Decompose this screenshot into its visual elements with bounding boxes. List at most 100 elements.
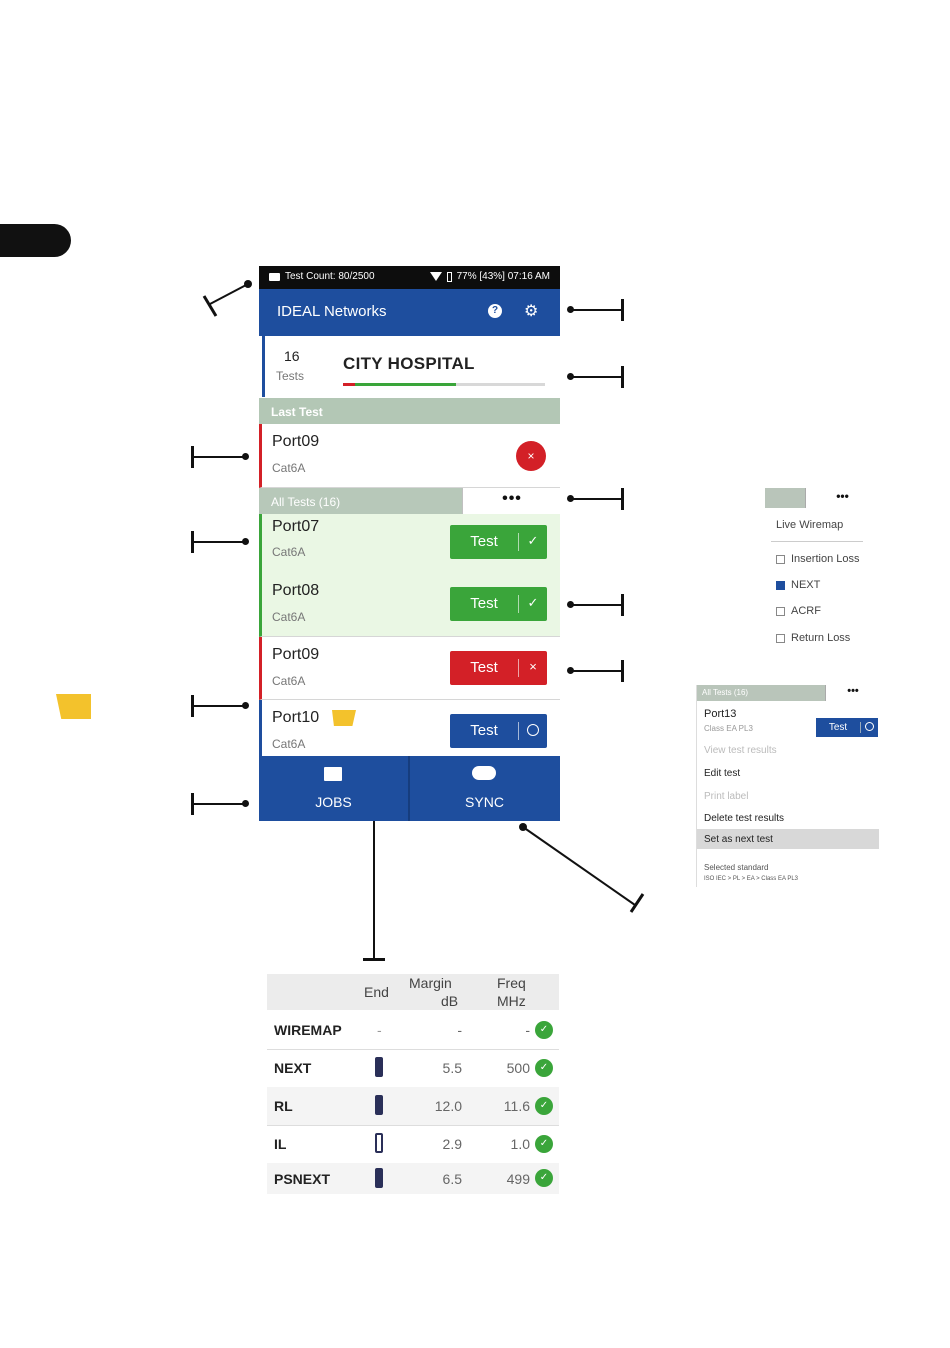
- menu-divider: [771, 541, 863, 542]
- result-row[interactable]: RL 12.0 11.6 ✓: [267, 1087, 559, 1126]
- live-wiremap-item[interactable]: Live Wiremap: [776, 519, 844, 531]
- label-tag-icon: [56, 694, 91, 719]
- freq-value: 500: [506, 1060, 530, 1076]
- jobs-button[interactable]: JOBS: [259, 756, 408, 821]
- test-button[interactable]: Test: [816, 718, 878, 737]
- print-label-item[interactable]: Print label: [704, 791, 749, 802]
- result-name: RL: [274, 1098, 293, 1114]
- cable-type: Cat6A: [272, 461, 306, 475]
- next-item[interactable]: NEXT: [776, 579, 820, 591]
- far-end-icon: [375, 1133, 383, 1153]
- callout-fail-button: [570, 670, 622, 672]
- callout-bar: [191, 446, 194, 468]
- sync-button[interactable]: SYNC: [410, 756, 559, 821]
- test-row[interactable]: Port10 Cat6A Test: [259, 700, 560, 756]
- more-options-button[interactable]: •••: [462, 488, 561, 514]
- test-button[interactable]: Test ✓: [450, 587, 547, 621]
- cable-type: Cat6A: [272, 610, 306, 624]
- button-divider: [518, 595, 519, 613]
- cable-type: Cat6A: [272, 545, 306, 559]
- nav-divider: [408, 756, 410, 821]
- insertion-loss-item[interactable]: Insertion Loss: [776, 553, 859, 565]
- callout-dot: [242, 538, 249, 545]
- app-title: IDEAL Networks: [277, 303, 387, 320]
- test-button[interactable]: Test: [450, 714, 547, 748]
- margin-value: 12.0: [434, 1098, 462, 1114]
- test-row[interactable]: Port09 Cat6A Test ×: [259, 637, 560, 700]
- acrf-item[interactable]: ACRF: [776, 605, 821, 617]
- port-name: Port07: [272, 518, 320, 535]
- pass-check-icon: ✓: [535, 1097, 553, 1115]
- test-button[interactable]: Test ×: [450, 651, 547, 685]
- options-menu-inset: ••• Live Wiremap Insertion Loss NEXT ACR…: [765, 488, 879, 650]
- result-row[interactable]: PSNEXT 6.5 499 ✓: [267, 1163, 559, 1194]
- test-button-label: Test: [470, 595, 498, 612]
- job-card[interactable]: 16 Tests CITY HOSPITAL: [262, 336, 563, 397]
- app-bar: IDEAL Networks ? ⚙: [259, 289, 560, 336]
- freq-header: Freq: [497, 975, 526, 991]
- gear-icon[interactable]: ⚙: [524, 303, 539, 320]
- test-row[interactable]: Port07 Cat6A Test ✓: [259, 514, 560, 577]
- pass-check-icon: ✓: [535, 1021, 553, 1039]
- near-end-icon: [375, 1095, 383, 1115]
- set-next-test-item[interactable]: Set as next test: [704, 834, 773, 845]
- port-name: Port09: [272, 646, 320, 663]
- test-button[interactable]: Test ✓: [450, 525, 547, 559]
- result-name: WIREMAP: [274, 1022, 342, 1038]
- margin-unit-header: dB: [441, 993, 459, 1009]
- callout-status-bar: [202, 280, 252, 317]
- result-row[interactable]: IL 2.9 1.0 ✓: [267, 1125, 559, 1164]
- check-icon: ✓: [527, 533, 539, 548]
- context-menu-header-label: All Tests (16): [702, 688, 749, 697]
- status-bar: Test Count: 80/2500 77% [43%] 07:16 AM: [259, 266, 560, 289]
- edit-test-item[interactable]: Edit test: [704, 768, 741, 779]
- last-test-label: Last Test: [271, 405, 323, 419]
- button-divider: [860, 722, 861, 733]
- context-cable-type: Class EA PL3: [704, 724, 753, 733]
- freq-value: 1.0: [510, 1136, 530, 1152]
- all-tests-header: All Tests (16) •••: [259, 488, 561, 514]
- callout-bar: [363, 958, 385, 961]
- more-options-button[interactable]: •••: [805, 488, 879, 508]
- result-row[interactable]: WIREMAP - - - ✓: [267, 1011, 559, 1050]
- delete-results-item[interactable]: Delete test results: [704, 813, 785, 824]
- test-button-label: Test: [828, 722, 848, 733]
- test-row[interactable]: Port08 Cat6A Test ✓: [259, 573, 560, 637]
- callout-pass-row: [193, 541, 245, 543]
- callout-more-menu: [570, 498, 622, 500]
- fail-result-icon[interactable]: ×: [516, 441, 546, 471]
- return-loss-item[interactable]: Return Loss: [776, 632, 850, 644]
- callout-bar: [621, 660, 624, 682]
- last-test-header: Last Test: [259, 398, 560, 424]
- margin-value: 2.9: [442, 1136, 462, 1152]
- context-port-name: Port13: [704, 708, 737, 720]
- checkbox-icon: [776, 606, 785, 616]
- section-tab-marker: [0, 224, 71, 257]
- result-row[interactable]: NEXT 5.5 500 ✓: [267, 1049, 559, 1088]
- jobs-label: JOBS: [315, 794, 352, 810]
- view-results-item[interactable]: View test results: [704, 745, 777, 756]
- callout-long-press: [519, 823, 645, 913]
- end-value: -: [377, 1022, 382, 1038]
- freq-value: 499: [506, 1171, 530, 1187]
- cloud-icon: [472, 766, 496, 780]
- callout-bar: [191, 793, 194, 815]
- end-header: End: [364, 984, 389, 1000]
- margin-header: Margin: [409, 975, 452, 991]
- checkbox-checked-icon: [776, 580, 785, 590]
- set-next-highlight: [697, 829, 879, 849]
- label-tag-icon: [332, 710, 356, 726]
- last-test-row[interactable]: Port09 Cat6A ×: [259, 424, 560, 488]
- test-button-label: Test: [470, 533, 498, 550]
- folder-icon: [324, 767, 342, 781]
- callout-dot: [242, 702, 249, 709]
- more-options-button[interactable]: •••: [825, 685, 880, 701]
- cable-type: Cat6A: [272, 737, 306, 751]
- checkbox-icon: [776, 633, 785, 643]
- results-table-header: End Margin dB Freq MHz: [267, 974, 559, 1010]
- callout-test-button: [570, 604, 622, 606]
- job-progress-bar: [343, 383, 545, 386]
- freq-value: 11.6: [503, 1098, 530, 1114]
- help-icon[interactable]: ?: [488, 304, 502, 318]
- test-count: Test Count: 80/2500: [285, 271, 375, 282]
